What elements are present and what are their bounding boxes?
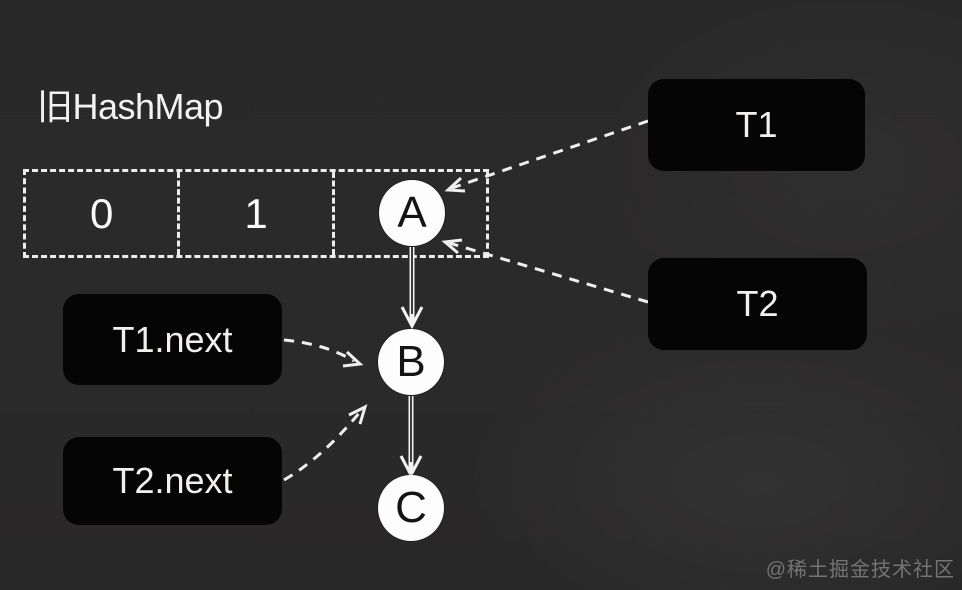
arrow-node-a-to-node-b [400, 247, 424, 330]
node-a: A [379, 180, 445, 246]
bucket-cell-2 [331, 172, 486, 255]
thread-box-t2-next: T2.next [63, 437, 282, 525]
diagram-title: 旧HashMap [37, 86, 224, 127]
watermark: @稀土掘金技术社区 [765, 559, 955, 581]
hashmap-bucket-array: 0 1 [23, 169, 489, 258]
thread-box-t2: T2 [648, 258, 867, 350]
arrow-node-b-to-node-c [399, 396, 423, 479]
bucket-cell-0: 0 [89, 189, 114, 237]
node-c: C [378, 475, 444, 541]
node-b: B [378, 329, 444, 395]
dashed-arrow-t1next-to-node-b [283, 338, 364, 368]
bucket-cell-1: 1 [177, 172, 331, 255]
thread-box-t1: T1 [648, 79, 865, 171]
thread-box-t1-next: T1.next [63, 294, 282, 385]
dashed-arrow-t2next-to-node-b [283, 404, 368, 482]
